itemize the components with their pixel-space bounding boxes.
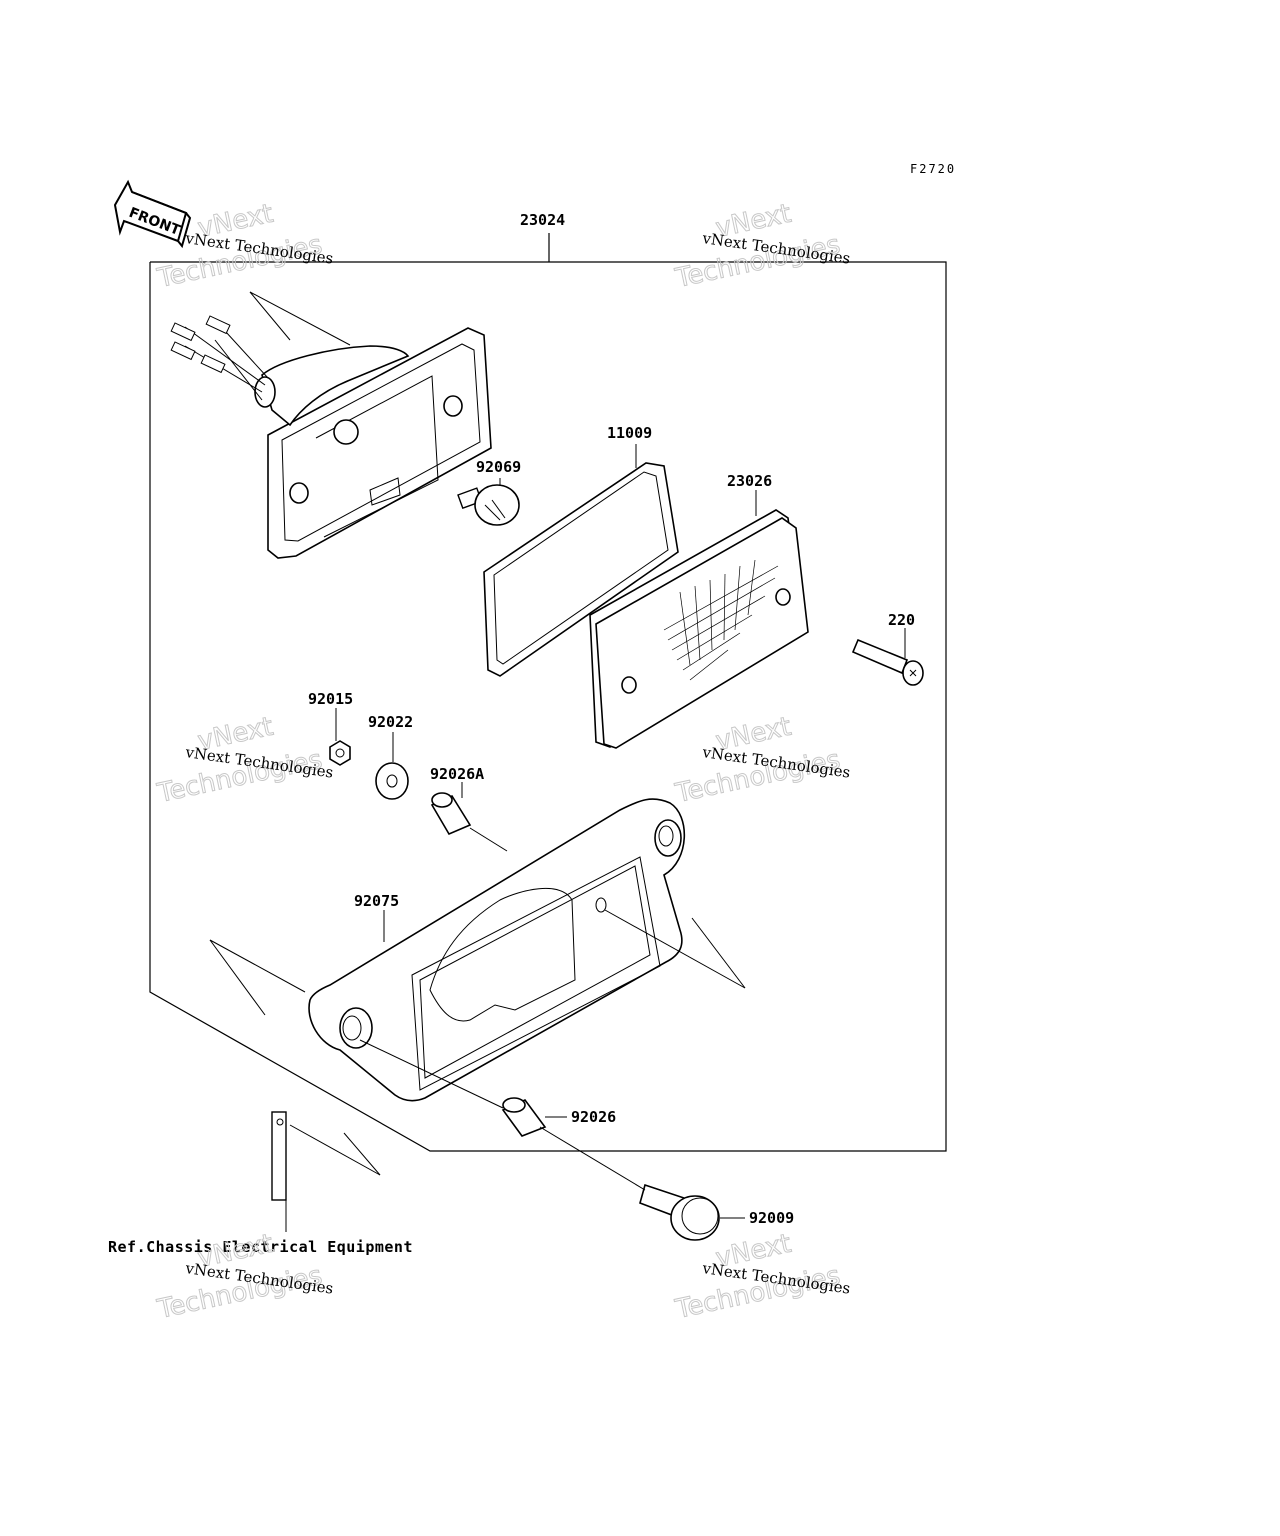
label-92026a: 92026A bbox=[430, 765, 484, 783]
label-92022: 92022 bbox=[368, 713, 413, 731]
collar-92026a bbox=[430, 792, 508, 852]
reference-note: Ref.Chassis Electrical Equipment bbox=[108, 1238, 413, 1256]
label-92026: 92026 bbox=[571, 1108, 616, 1126]
harness-connector bbox=[271, 1111, 381, 1232]
taillight-housing bbox=[170, 291, 492, 559]
label-220: 220 bbox=[888, 611, 915, 629]
bolt-92009 bbox=[639, 1183, 745, 1241]
label-92009: 92009 bbox=[749, 1209, 794, 1227]
assembly-boundary bbox=[149, 233, 947, 1152]
collar-92026 bbox=[501, 1097, 567, 1137]
washer bbox=[375, 762, 409, 800]
lens-reflector-grid bbox=[663, 559, 779, 681]
screw-220 bbox=[851, 638, 924, 686]
watermark-top-right: vNext Technologies vNext Technologies bbox=[672, 198, 852, 294]
lens bbox=[589, 509, 809, 749]
bracket bbox=[308, 798, 686, 1102]
label-92015: 92015 bbox=[308, 690, 353, 708]
figure-code: F2720 bbox=[910, 162, 956, 176]
label-92069: 92069 bbox=[476, 458, 521, 476]
front-arrow-icon: FRONT bbox=[113, 179, 192, 249]
label-11009: 11009 bbox=[607, 424, 652, 442]
label-23026: 23026 bbox=[727, 472, 772, 490]
watermark-bottom-right: vNext Technologies vNext Technologies bbox=[672, 1228, 852, 1325]
label-92075: 92075 bbox=[354, 892, 399, 910]
bulb bbox=[457, 484, 520, 526]
watermark-mid-left: vNext Technologies vNext Technologies bbox=[154, 711, 335, 809]
wire-connectors bbox=[170, 315, 269, 401]
label-23024: 23024 bbox=[520, 211, 565, 229]
nut bbox=[329, 740, 351, 766]
watermark-mid-right: vNext Technologies vNext Technologies bbox=[672, 711, 852, 809]
gasket bbox=[483, 462, 679, 677]
